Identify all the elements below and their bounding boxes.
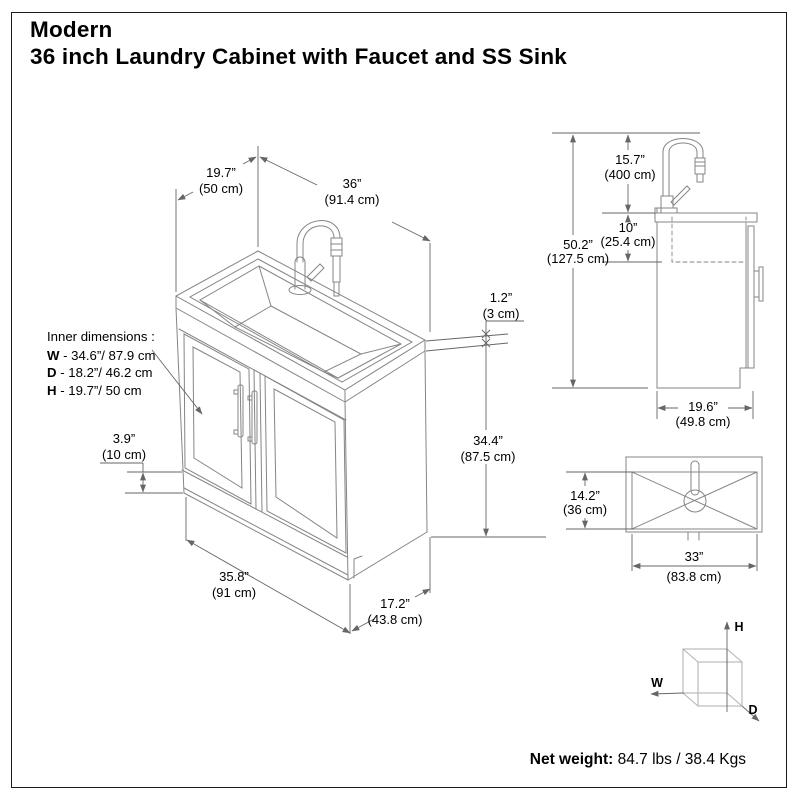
iso-cabinet-drawing [174,220,428,581]
net-weight-value: 84.7 lbs / 38.4 Kgs [613,751,746,768]
axis-w-label: W [651,676,663,690]
axis-d-label: D [748,703,757,717]
iso-dimensions [100,146,546,634]
dim-depth-bottom-in: 17.2” [380,596,410,611]
door-handle-right [247,390,258,445]
dim-toe-kick-cm: (10 cm) [102,447,146,462]
faucet-side [656,138,706,214]
axis-d-arrow [741,705,760,722]
dim-depth-top-cm: (50 cm) [199,181,243,196]
sink-rim-top-view [625,456,763,533]
dim-width-bottom-cm: (91 cm) [212,585,256,600]
dim-bowl-depth-in: 10” [619,220,638,235]
side-view-dimensions [552,132,754,419]
dim-bowl-width-cm: (83.8 cm) [667,569,722,584]
dim-side-depth-in: 19.6” [688,399,718,414]
dim-bowl-width-in: 33” [685,549,704,564]
page-title: Modern 36 inch Laundry Cabinet with Fauc… [30,16,567,70]
dim-bowl-depth-cm: (25.4 cm) [601,234,656,249]
net-weight: Net weight: 84.7 lbs / 38.4 Kgs [530,751,746,769]
cabinet-front-face [175,307,349,581]
top-view-dimensions [566,471,758,571]
product-series: Modern [30,17,113,42]
dim-width-top-cm: (91.4 cm) [325,192,380,207]
dim-faucet-height-in: 15.7” [615,152,645,167]
dim-side-depth-cm: (49.8 cm) [676,414,731,429]
dim-toe-kick-in: 3.9” [113,431,135,446]
dim-body-height-in: 34.4” [473,433,503,448]
dim-faucet-height-cm: (400 cm) [604,167,655,182]
axis-indicator: H W D [650,620,760,722]
product-name: 36 inch Laundry Cabinet with Faucet and … [30,44,567,69]
counter-top [174,250,426,391]
dim-counter-cm: (3 cm) [483,306,520,321]
dim-body-height-cm: (87.5 cm) [461,449,516,464]
dim-bowl-fb-in: 14.2” [570,488,600,503]
inner-dimensions-heading: Inner dimensions : [47,329,155,344]
cabinet-door-left [183,333,252,505]
inner-dimension-depth: D - 18.2”/ 46.2 cm [47,365,153,380]
cabinet-side-face [347,350,428,581]
dim-counter-in: 1.2” [490,290,512,305]
dim-depth-top-in: 19.7” [206,165,236,180]
faucet-iso [288,220,343,297]
sink-bowl-dashed [671,216,747,263]
cabinet-door-right [264,375,347,554]
axis-w-arrow [650,690,685,697]
inner-dimension-width: W - 34.6”/ 87.9 cm [47,347,156,363]
door-handle-left [233,384,244,438]
axis-cube [682,648,743,707]
axis-h-label: H [734,620,743,634]
dim-depth-bottom-cm: (43.8 cm) [368,612,423,627]
page-border [11,12,787,788]
dim-width-bottom-in: 35.8” [219,569,249,584]
dim-total-height-cm: (127.5 cm) [547,251,609,266]
faucet-hole [683,489,707,513]
sink-bowl-top-view [631,471,758,530]
dim-bowl-fb-cm: (36 cm) [563,502,607,517]
dim-width-top-in: 36” [343,176,362,191]
side-door-handle [753,266,764,302]
net-weight-label: Net weight: [529,751,614,768]
side-view-cabinet [654,138,764,389]
inner-dimensions-note: Inner dimensions : W - 34.6”/ 87.9 cm D … [47,328,155,399]
inner-dimension-height: H - 19.7”/ 50 cm [47,382,142,398]
dimension-labels: 19.7” (50 cm) 36” (91.4 cm) 1.2” (3 cm) … [102,152,730,627]
dim-total-height-in: 50.2” [563,237,593,252]
top-view-sink [625,456,763,541]
